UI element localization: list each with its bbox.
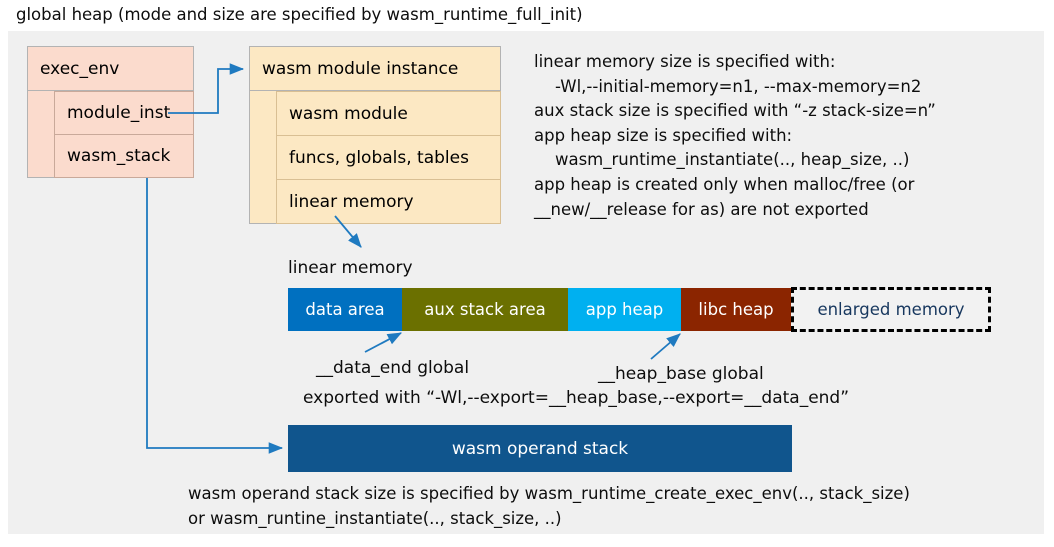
- module-field-wasm-module-label: wasm module: [289, 103, 408, 124]
- exec-env-header: exec_env: [27, 46, 194, 91]
- exec-env-field-wasm-stack-label: wasm_stack: [67, 146, 171, 166]
- module-field-funcs-globals-tables-label: funcs, globals, tables: [289, 147, 469, 168]
- segment-libc-heap: libc heap: [681, 288, 791, 331]
- callout-heap-base: __heap_base global: [598, 364, 764, 384]
- exec-env-field-module-inst-label: module_inst: [67, 103, 171, 123]
- callout-exported-flags: exported with “-Wl,--export=__heap_base,…: [303, 388, 850, 408]
- exec-env-field-wasm-stack: wasm_stack: [54, 134, 194, 178]
- operand-stack-footnote: wasm operand stack size is specified by …: [188, 484, 910, 528]
- linear-memory-bar-label: linear memory: [288, 258, 413, 278]
- wasm-operand-stack-box: wasm operand stack: [288, 425, 792, 472]
- segment-data-area: data area: [288, 288, 402, 331]
- segment-app-heap: app heap: [568, 288, 681, 331]
- segment-aux-stack-area-label: aux stack area: [424, 300, 546, 319]
- exec-env-field-module-inst: module_inst: [54, 91, 194, 135]
- module-field-linear-memory: linear memory: [276, 179, 501, 224]
- module-field-wasm-module: wasm module: [276, 91, 501, 136]
- module-field-funcs-globals-tables: funcs, globals, tables: [276, 135, 501, 180]
- module-field-linear-memory-label: linear memory: [289, 191, 414, 212]
- page-title: global heap (mode and size are specified…: [16, 5, 583, 24]
- memory-config-notes: linear memory size is specified with: -W…: [534, 52, 936, 219]
- segment-libc-heap-label: libc heap: [698, 300, 774, 319]
- segment-enlarged-memory-label: enlarged memory: [817, 300, 965, 319]
- wasm-operand-stack-label: wasm operand stack: [451, 438, 629, 459]
- segment-data-area-label: data area: [305, 300, 385, 319]
- exec-env-header-label: exec_env: [40, 58, 120, 79]
- segment-aux-stack-area: aux stack area: [402, 288, 568, 331]
- segment-enlarged-memory: enlarged memory: [791, 287, 991, 332]
- callout-data-end: __data_end global: [316, 358, 470, 378]
- wasm-module-instance-header: wasm module instance: [249, 46, 501, 91]
- segment-app-heap-label: app heap: [585, 300, 664, 319]
- wasm-module-instance-header-label: wasm module instance: [262, 58, 459, 79]
